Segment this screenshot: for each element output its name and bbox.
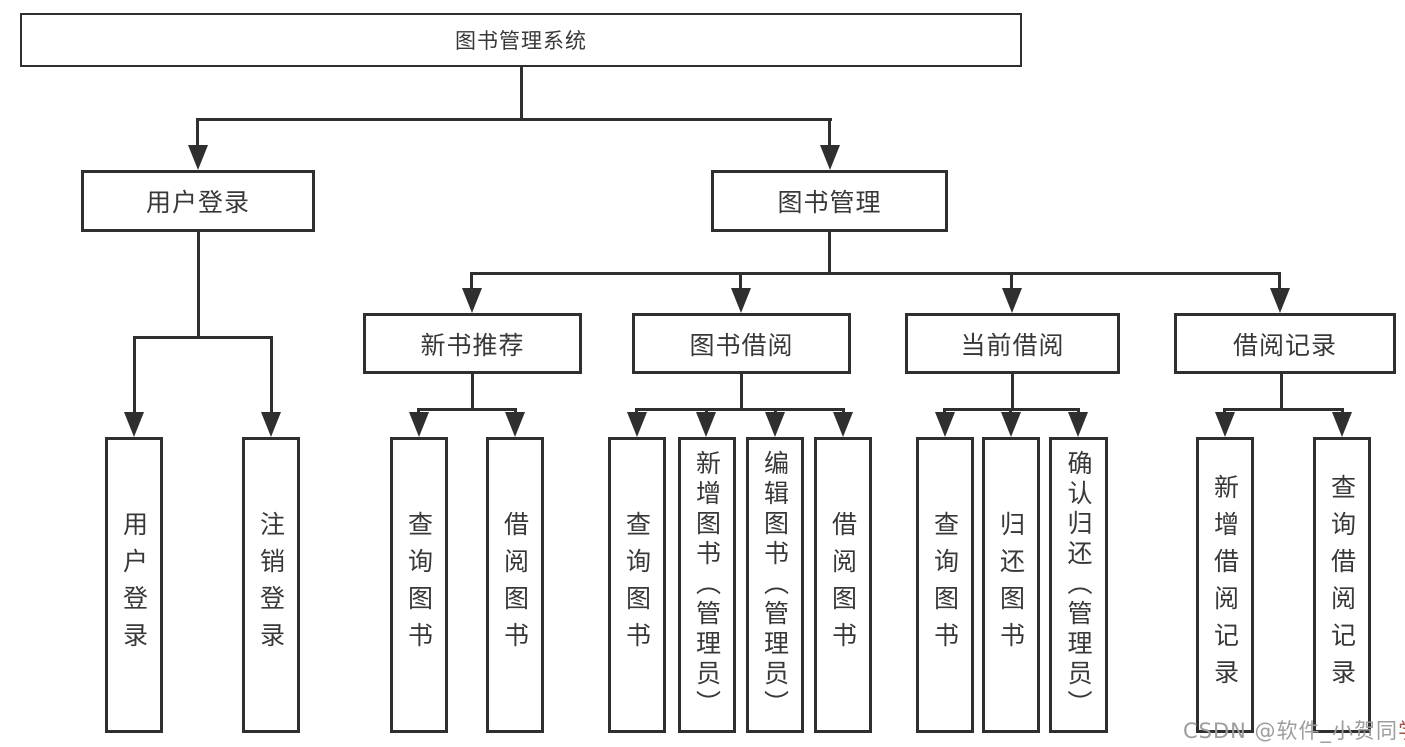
connector	[1278, 272, 1281, 292]
connector	[196, 118, 832, 121]
csdn-watermark: CSDN @软件_小贺同学	[1183, 715, 1405, 745]
connector	[470, 272, 1281, 275]
node-current-borrowing: 当前借阅	[905, 313, 1120, 374]
connector	[1223, 408, 1344, 411]
node-user-login: 用户登录	[81, 170, 315, 232]
connector	[520, 67, 523, 121]
arrowhead	[261, 412, 281, 437]
arrowhead	[1215, 412, 1235, 437]
arrowhead	[188, 145, 208, 170]
connector	[133, 336, 136, 416]
watermark-text: CSDN @软件_小贺同	[1183, 719, 1399, 743]
arrowhead	[627, 412, 647, 437]
arrowhead	[1002, 288, 1022, 313]
connector	[635, 408, 845, 411]
arrowhead	[696, 412, 716, 437]
connector	[133, 336, 273, 339]
arrowhead	[765, 412, 785, 437]
connector	[417, 408, 517, 411]
leaf-confirm-return-admin: 确认归还（管理员）	[1049, 437, 1108, 733]
watermark-accent-text: 学	[1398, 719, 1405, 743]
arrowhead	[1068, 412, 1088, 437]
connector	[739, 272, 742, 292]
leaf-query-books-borrowing: 查询图书	[608, 437, 666, 733]
leaf-logout-login: 注销登录	[242, 437, 300, 733]
connector	[1280, 374, 1283, 411]
leaf-return-books: 归还图书	[982, 437, 1040, 733]
leaf-add-borrow-record: 新增借阅记录	[1196, 437, 1254, 733]
connector	[196, 118, 199, 150]
node-borrowing-records: 借阅记录	[1174, 313, 1396, 374]
arrowhead	[820, 145, 840, 170]
connector	[270, 336, 273, 416]
arrowhead	[833, 412, 853, 437]
leaf-edit-books-admin: 编辑图书（管理员）	[746, 437, 804, 733]
leaf-borrow-books: 借阅图书	[814, 437, 872, 733]
node-book-management: 图书管理	[711, 170, 948, 232]
connector	[828, 232, 831, 275]
connector	[1011, 374, 1014, 411]
leaf-query-borrow-record: 查询借阅记录	[1313, 437, 1371, 733]
node-book-borrowing: 图书借阅	[632, 313, 851, 374]
connector	[828, 118, 831, 150]
connector	[1010, 272, 1013, 292]
connector	[471, 374, 474, 411]
connector	[470, 272, 473, 292]
arrowhead	[1332, 412, 1352, 437]
node-library-management-system: 图书管理系统	[20, 13, 1022, 67]
arrowhead	[935, 412, 955, 437]
arrowhead	[1270, 288, 1290, 313]
arrowhead	[731, 288, 751, 313]
node-new-book-recommend: 新书推荐	[363, 313, 582, 374]
arrowhead	[505, 412, 525, 437]
leaf-user-login: 用户登录	[105, 437, 163, 733]
leaf-query-books-current: 查询图书	[916, 437, 974, 733]
arrowhead	[1001, 412, 1021, 437]
connector	[740, 374, 743, 411]
arrowhead	[124, 412, 144, 437]
arrowhead	[462, 288, 482, 313]
leaf-borrow-books-recommend: 借阅图书	[486, 437, 544, 733]
arrowhead	[409, 412, 429, 437]
leaf-query-books-recommend: 查询图书	[390, 437, 448, 733]
leaf-add-books-admin: 新增图书（管理员）	[678, 437, 736, 733]
connector	[197, 232, 200, 339]
